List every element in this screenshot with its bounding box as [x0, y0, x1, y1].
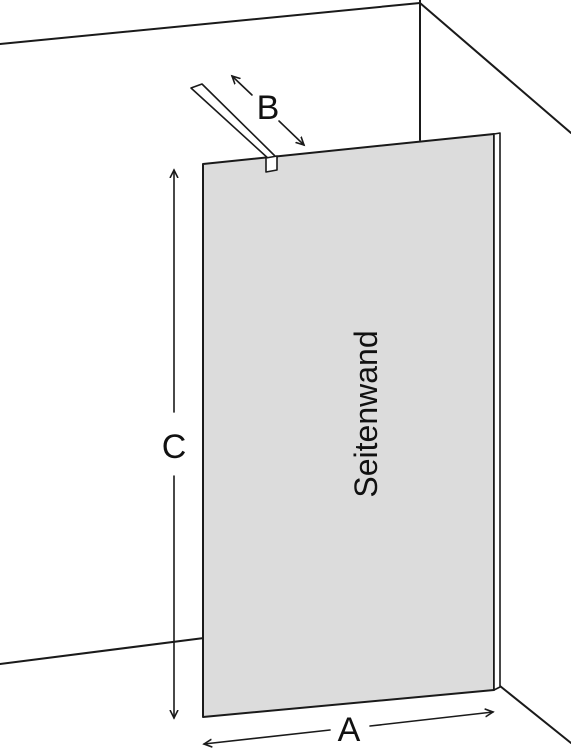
- dimension-a-arrow-left: [204, 729, 331, 744]
- panel-label: Seitenwand: [348, 330, 384, 497]
- dimension-a-label: A: [338, 711, 361, 749]
- panel-wall-profile: [493, 132, 501, 691]
- stabiliser-bar: [190, 83, 278, 173]
- stabiliser-bar-clamp: [265, 155, 278, 173]
- back-wall-ceiling-line: [0, 2, 421, 45]
- dimension-a-arrow-right: [369, 712, 493, 727]
- dimension-b-label: B: [257, 89, 280, 127]
- floor-line-right: [499, 685, 571, 744]
- floor-line-left: [0, 637, 205, 665]
- glass-panel: Seitenwand: [202, 132, 501, 718]
- dimension-c-label: C: [162, 428, 187, 466]
- dimension-b-arrow-upper: [232, 76, 253, 96]
- dimension-c: C: [162, 170, 187, 718]
- dimension-b-arrow-lower: [278, 120, 304, 145]
- dimension-b: B: [232, 76, 304, 145]
- dimension-a: A: [204, 711, 493, 749]
- side-wall-ceiling-line: [419, 2, 571, 134]
